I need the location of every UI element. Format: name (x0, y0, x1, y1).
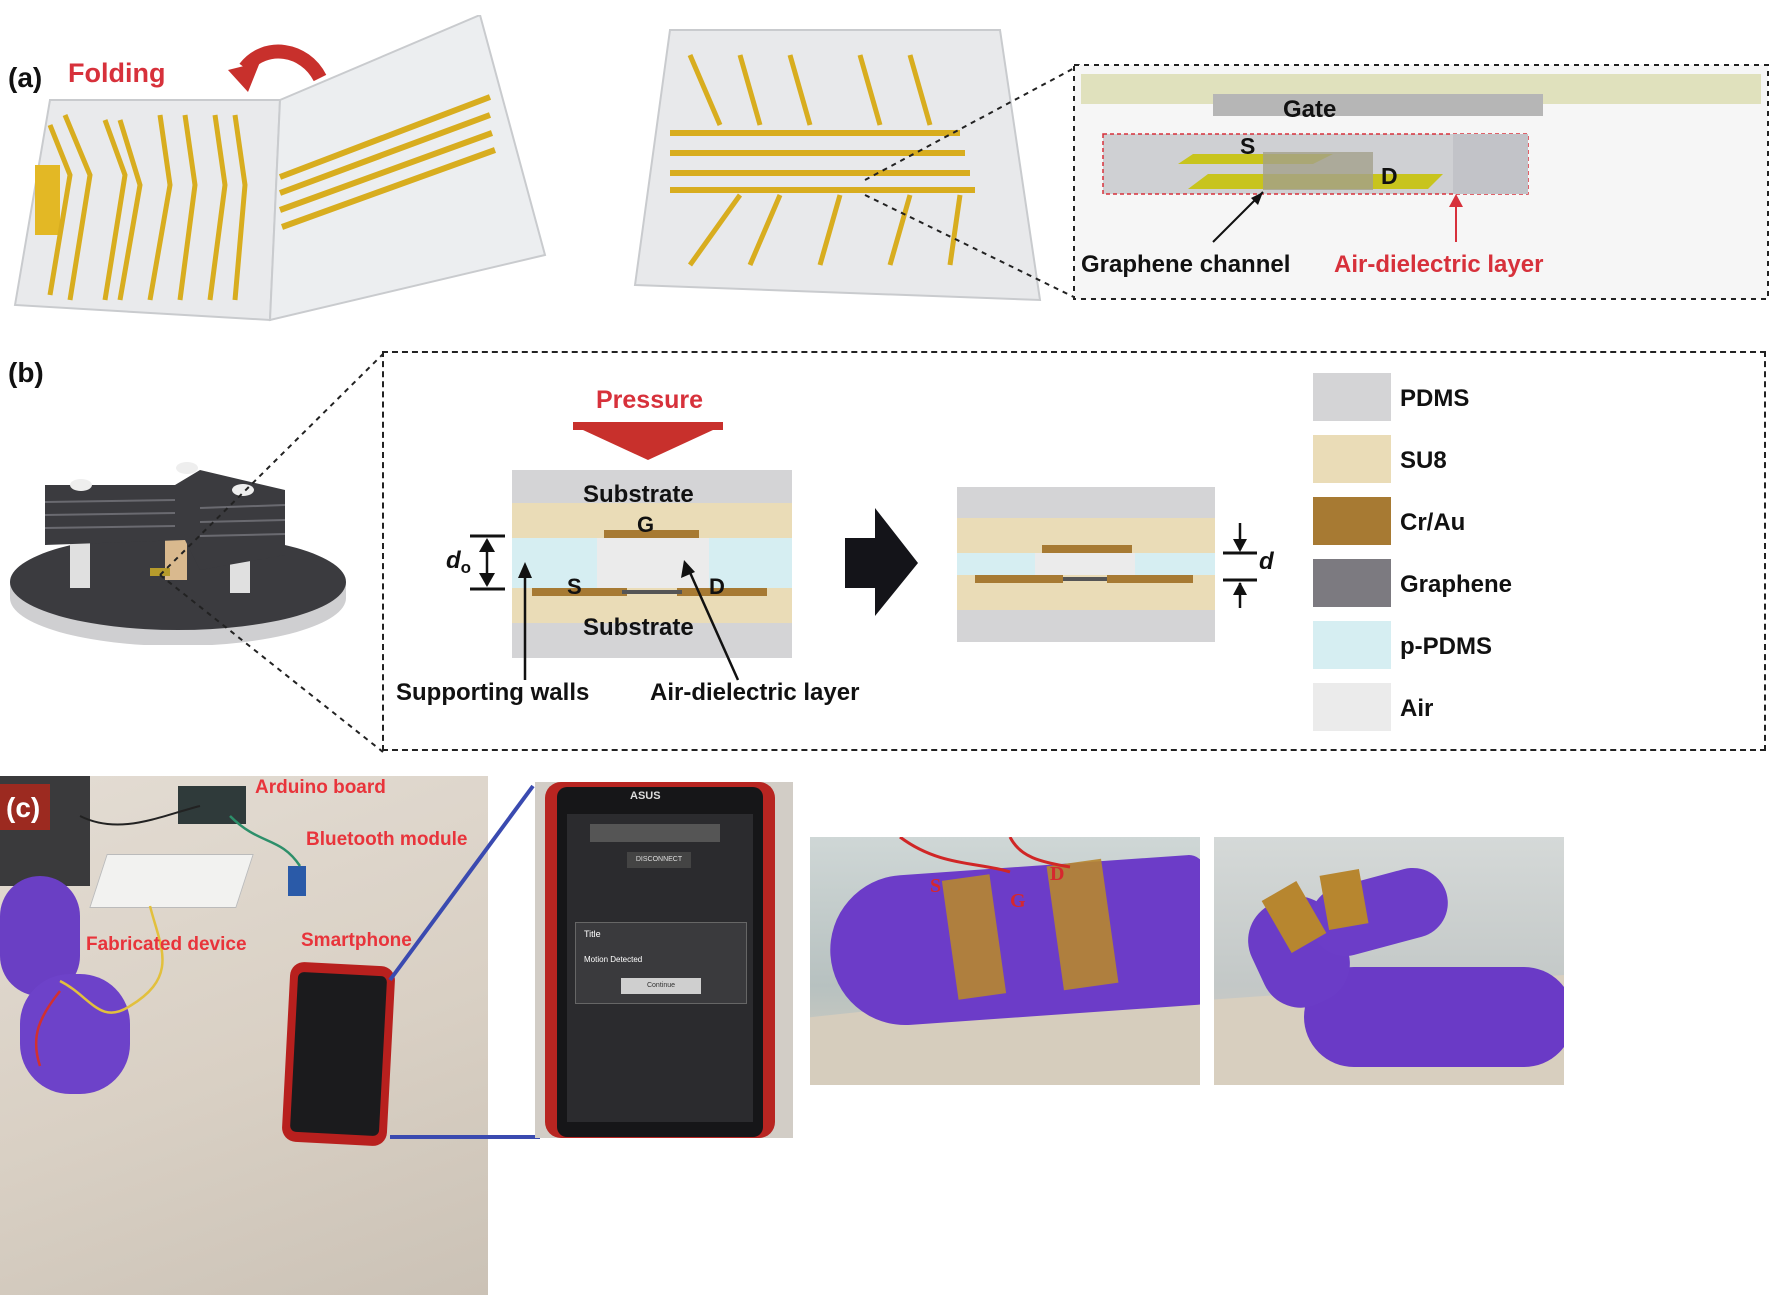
finger-s-label: S (930, 875, 942, 897)
d0-subscript: o (460, 558, 472, 577)
panel-b-box (382, 351, 1766, 751)
folded-device-illustration (633, 29, 1042, 302)
folding-arrow-icon (228, 44, 327, 92)
d0-label: do (446, 547, 471, 578)
legend-label-graphene: Graphene (1400, 571, 1513, 598)
substrate-bottom-label: Substrate (583, 614, 694, 641)
smartphone-label: Smartphone (301, 930, 412, 951)
phone-dialog-continue-button[interactable]: Continue (621, 978, 701, 994)
inset-box (1073, 64, 1769, 300)
panel-a-label: (a) (8, 62, 43, 93)
legend-swatch-ppdms (1313, 621, 1391, 669)
phone-dialog: Title Motion Detected Continue (575, 922, 747, 1004)
leader-arrows-b (518, 560, 740, 681)
phone-disconnect-button[interactable]: DISCONNECT (627, 852, 691, 868)
finger-g-label: G (1010, 890, 1026, 912)
legend-label-crau: Cr/Au (1400, 509, 1466, 536)
folding-label: Folding (68, 58, 166, 88)
bluetooth-label: Bluetooth module (306, 829, 468, 850)
substrate-top-label: Substrate (583, 481, 694, 508)
setup-photo (0, 776, 488, 1295)
unfolded-device-illustration (13, 15, 547, 322)
arduino-label: Arduino board (255, 777, 386, 798)
panel-b-label: (b) (8, 357, 44, 388)
glove-hand-2 (1304, 967, 1564, 1067)
legend-label-ppdms: p-PDMS (1400, 633, 1492, 660)
phone-zoom-lines (388, 784, 540, 1139)
inset-source-label: S (1240, 133, 1256, 159)
d-label: d (1259, 548, 1274, 575)
cross-section-before (512, 470, 792, 658)
phone-dialog-message: Motion Detected (584, 955, 643, 964)
pressure-arrow-icon (573, 422, 723, 460)
legend-swatch-crau (1313, 497, 1391, 545)
zoom-lines-a (864, 64, 1081, 301)
red-wires-1 (899, 837, 1071, 874)
legend-swatch-air (1313, 683, 1391, 731)
graphene-channel-label: Graphene channel (1081, 251, 1291, 278)
device-3d-illustration (10, 462, 346, 645)
legend-label-pdms: PDMS (1400, 385, 1470, 412)
wires (34, 805, 302, 1067)
drain-label-b: D (709, 574, 725, 599)
source-label-b: S (567, 574, 582, 599)
panel-c-label: (c) (6, 792, 41, 823)
inset-drain-label: D (1381, 163, 1398, 189)
panel-c-label-bg (0, 784, 50, 830)
finger-photo-2 (1214, 837, 1564, 1085)
legend-swatch-graphene (1313, 559, 1391, 607)
tape-bent-2 (1319, 868, 1369, 931)
phone-connect-button[interactable] (590, 824, 720, 842)
arduino-board-image (178, 786, 246, 824)
glove-right (20, 974, 130, 1094)
phone-brand: ASUS (630, 790, 661, 802)
legend-label-su8: SU8 (1400, 447, 1447, 474)
gate-label-b: G (637, 512, 655, 537)
legend-swatch-pdms (1313, 373, 1391, 421)
zoom-lines-b (159, 353, 384, 753)
air-dielectric-label-b: Air-dielectric layer (650, 679, 860, 706)
transition-arrow-icon (845, 508, 918, 616)
bluetooth-module-image (288, 866, 306, 896)
legend-swatch-su8 (1313, 435, 1391, 483)
phone-closeup-photo: ASUS DISCONNECT Title Motion Detected Co… (535, 782, 793, 1138)
phone-dialog-title: Title (584, 929, 601, 939)
air-dielectric-label-a: Air-dielectric layer (1334, 251, 1544, 278)
inset-gate-label: Gate (1283, 96, 1337, 123)
finger-photo-1: S G D (810, 837, 1200, 1085)
finger-d-label: D (1050, 863, 1065, 885)
cross-section-after (957, 487, 1215, 642)
legend-label-air: Air (1400, 695, 1434, 722)
fabricated-device-label: Fabricated device (86, 934, 247, 955)
d0-dimension-marker (470, 534, 505, 591)
pressure-label: Pressure (596, 386, 704, 414)
d-dimension-marker (1223, 523, 1257, 608)
supporting-walls-label: Supporting walls (396, 679, 590, 706)
d0-main: d (446, 547, 461, 574)
